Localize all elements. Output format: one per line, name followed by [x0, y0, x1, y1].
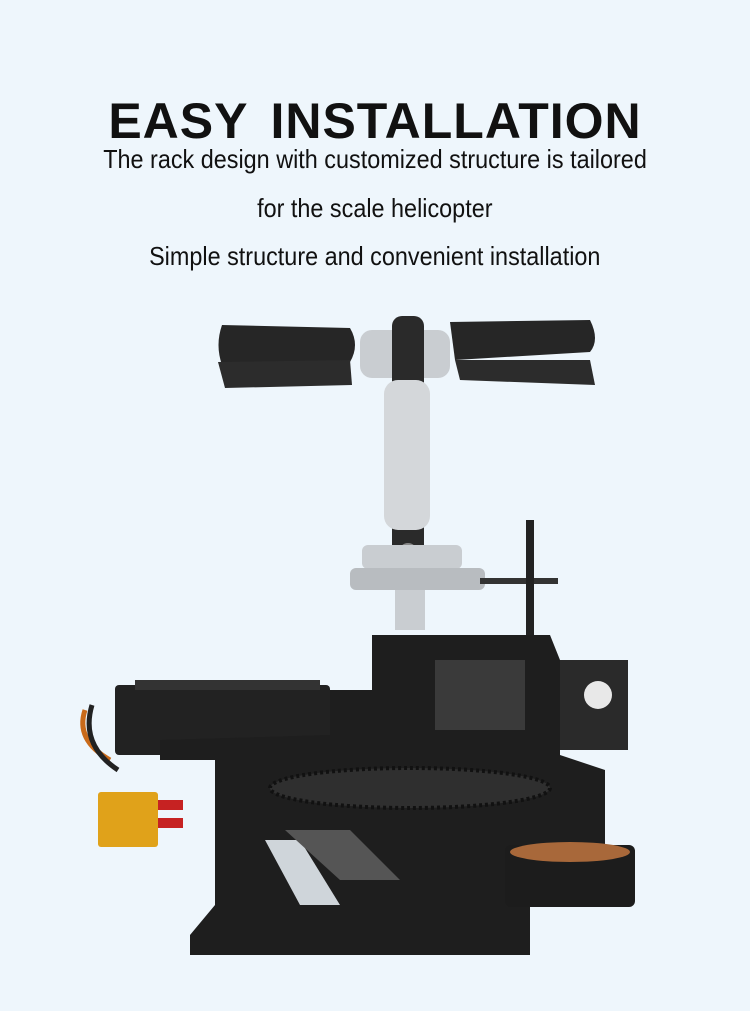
page-title: EASY INSTALLATION — [108, 92, 642, 149]
main-gear — [268, 766, 552, 810]
description-line-1: The rack design with customized structur… — [103, 144, 647, 174]
helicopter-frame-image — [80, 316, 635, 955]
xt60-connector — [98, 792, 183, 847]
swashplate — [350, 520, 558, 640]
description-line-3: Simple structure and convenient installa… — [149, 241, 601, 271]
motor — [505, 842, 635, 907]
description-line-2: for the scale helicopter — [257, 193, 493, 223]
rotor-head — [218, 316, 595, 566]
